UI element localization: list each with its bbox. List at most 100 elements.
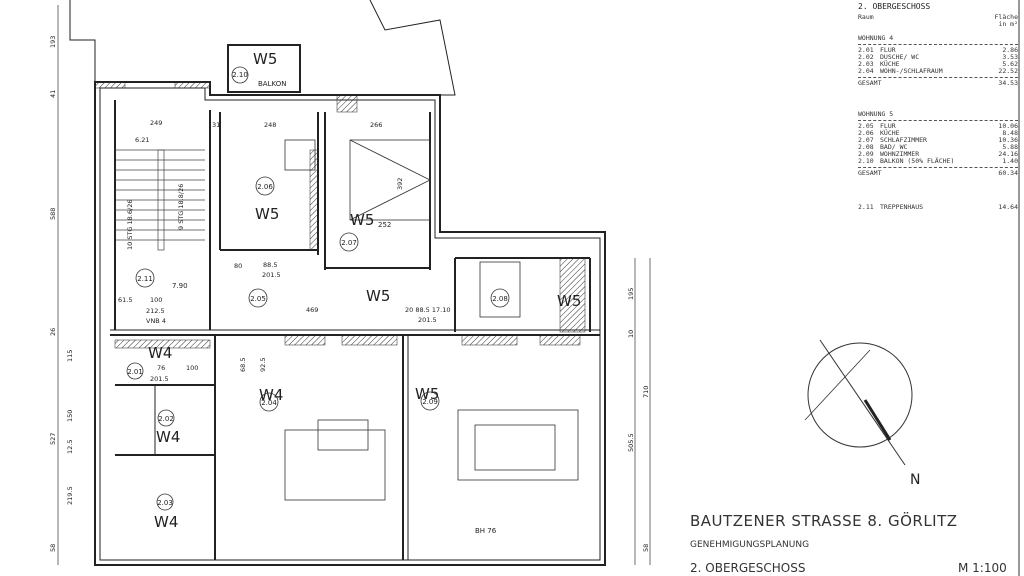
room-no: 2.04 [261,399,277,407]
furniture [284,139,579,501]
schedule-row: 2.01 FLUR 2.86 [858,47,1018,54]
dim: 10 [627,330,635,338]
sheet-edge [1018,0,1020,576]
room-no: 2.01 [858,46,874,54]
room-name: FLUR [880,46,896,54]
unit-label: W5 [253,50,277,68]
room-area: 5.62 [1002,60,1018,68]
walls [69,0,606,566]
dim: 392 [396,178,404,190]
schedule-header: 2. OBERGESCHOSS [858,2,931,11]
dim: 249 [150,119,162,127]
room-no: 2.10 [232,71,248,79]
schedule-row: 2.04 WOHN-/SCHLAFRAUM 22.52 [858,68,1018,75]
room-name: KÜCHE [880,129,900,137]
unit-label: W4 [148,344,172,362]
room-no: 2.03 [157,499,173,507]
room-extra: BH 76 [475,527,497,535]
total-value: 34.53 [998,79,1018,87]
room-no: 2.04 [858,67,874,75]
unit-label: W4 [259,386,283,404]
room-name: KÜCHE [880,60,900,68]
unit-label: W5 [415,385,439,403]
room-area: 2.86 [1002,46,1018,54]
dimension-lines [57,5,651,565]
room-extra: 7.90 [172,282,188,290]
group-title: WOHNUNG 5 [858,110,894,118]
stair [115,149,205,251]
dim: 6.21 [135,136,149,144]
dim: 505.5 [627,433,635,452]
room-no: 2.03 [858,60,874,68]
room-area: 3.53 [1002,53,1018,61]
room-no: 2.08 [492,295,508,303]
title-scale: M 1:100 [958,561,1007,575]
dim: 76 [157,364,165,372]
room-name: WOHNZIMMER [880,150,920,158]
dim: 248 [264,121,276,129]
room-no: 2.01 [127,368,143,376]
dim: 201.5 [150,375,169,383]
dim: 26 [49,328,57,336]
room-no: 2.06 [257,183,273,191]
room-name: WOHN-/SCHLAFRAUM [880,67,943,75]
dim: 58 [642,544,650,552]
dim: 92.5 [259,358,267,372]
dim: 100 [150,296,162,304]
room-name: BAD/ WC [880,143,908,151]
wall-hatching [94,81,586,349]
room-name: SCHLAFZIMMER [880,136,927,144]
room-area: 5.88 [1002,143,1018,151]
room-area: 10.36 [998,136,1018,144]
unit-label: W5 [255,205,279,223]
dim: 527 [49,433,57,445]
dim: 201.5 [262,271,281,279]
total-label: GESAMT [858,169,882,177]
unit-label: W5 [350,211,374,229]
col-area: Fläche in m² [994,13,1018,28]
room-no: 2.09 [422,398,438,406]
dim: 80 [234,262,242,270]
dim: 150 [66,410,74,422]
title-floor: 2. OBERGESCHOSS [690,561,806,575]
dim: 469 [306,306,318,314]
title-phase: GENEHMIGUNGSPLANUNG [690,540,810,550]
dim: 588 [49,208,57,220]
dim: 193 [49,36,57,48]
title-address: BAUTZENER STRASSE 8. GÖRLITZ [690,512,958,530]
room-area: 1.40 [1002,157,1018,165]
dim: 100 [186,364,198,372]
dim: VNB 4 [146,317,166,325]
room-no: 2.09 [858,150,874,158]
unit-label: W5 [366,287,390,305]
total-label: GESAMT [858,79,882,87]
dim: 266 [370,121,382,129]
room-no: 2.08 [858,143,874,151]
compass-north-label: N [910,472,920,488]
schedule-row: 2.11 TREPPENHAUS 14.64 [858,204,1018,211]
room-area: 14.64 [998,203,1018,211]
room-no: 2.11 [858,203,874,211]
room-name: BALKON (50% FLÄCHE) [880,157,955,165]
dim: 88.5 [263,261,277,269]
dim: 219.5 [66,486,74,505]
schedule-row: 2.03 KÜCHE 5.62 [858,61,1018,68]
schedule-row: 2.08 BAD/ WC 5.88 [858,144,1018,151]
room-area: 24.16 [998,150,1018,158]
dim: 710 [642,386,650,398]
dim: 115 [66,350,74,362]
room-no: 2.07 [341,239,357,247]
dim: 201.5 [418,316,437,324]
room-no: 2.07 [858,136,874,144]
room-no: 2.05 [858,122,874,130]
compass-needle-icon [819,339,906,466]
room-area: 22.52 [998,67,1018,75]
room-no: 2.06 [858,129,874,137]
dim: 58 [49,544,57,552]
schedule-row: 2.09 WOHNZIMMER 24.16 [858,151,1018,158]
room-no: 2.02 [858,53,874,61]
room-name: FLUR [880,122,896,130]
